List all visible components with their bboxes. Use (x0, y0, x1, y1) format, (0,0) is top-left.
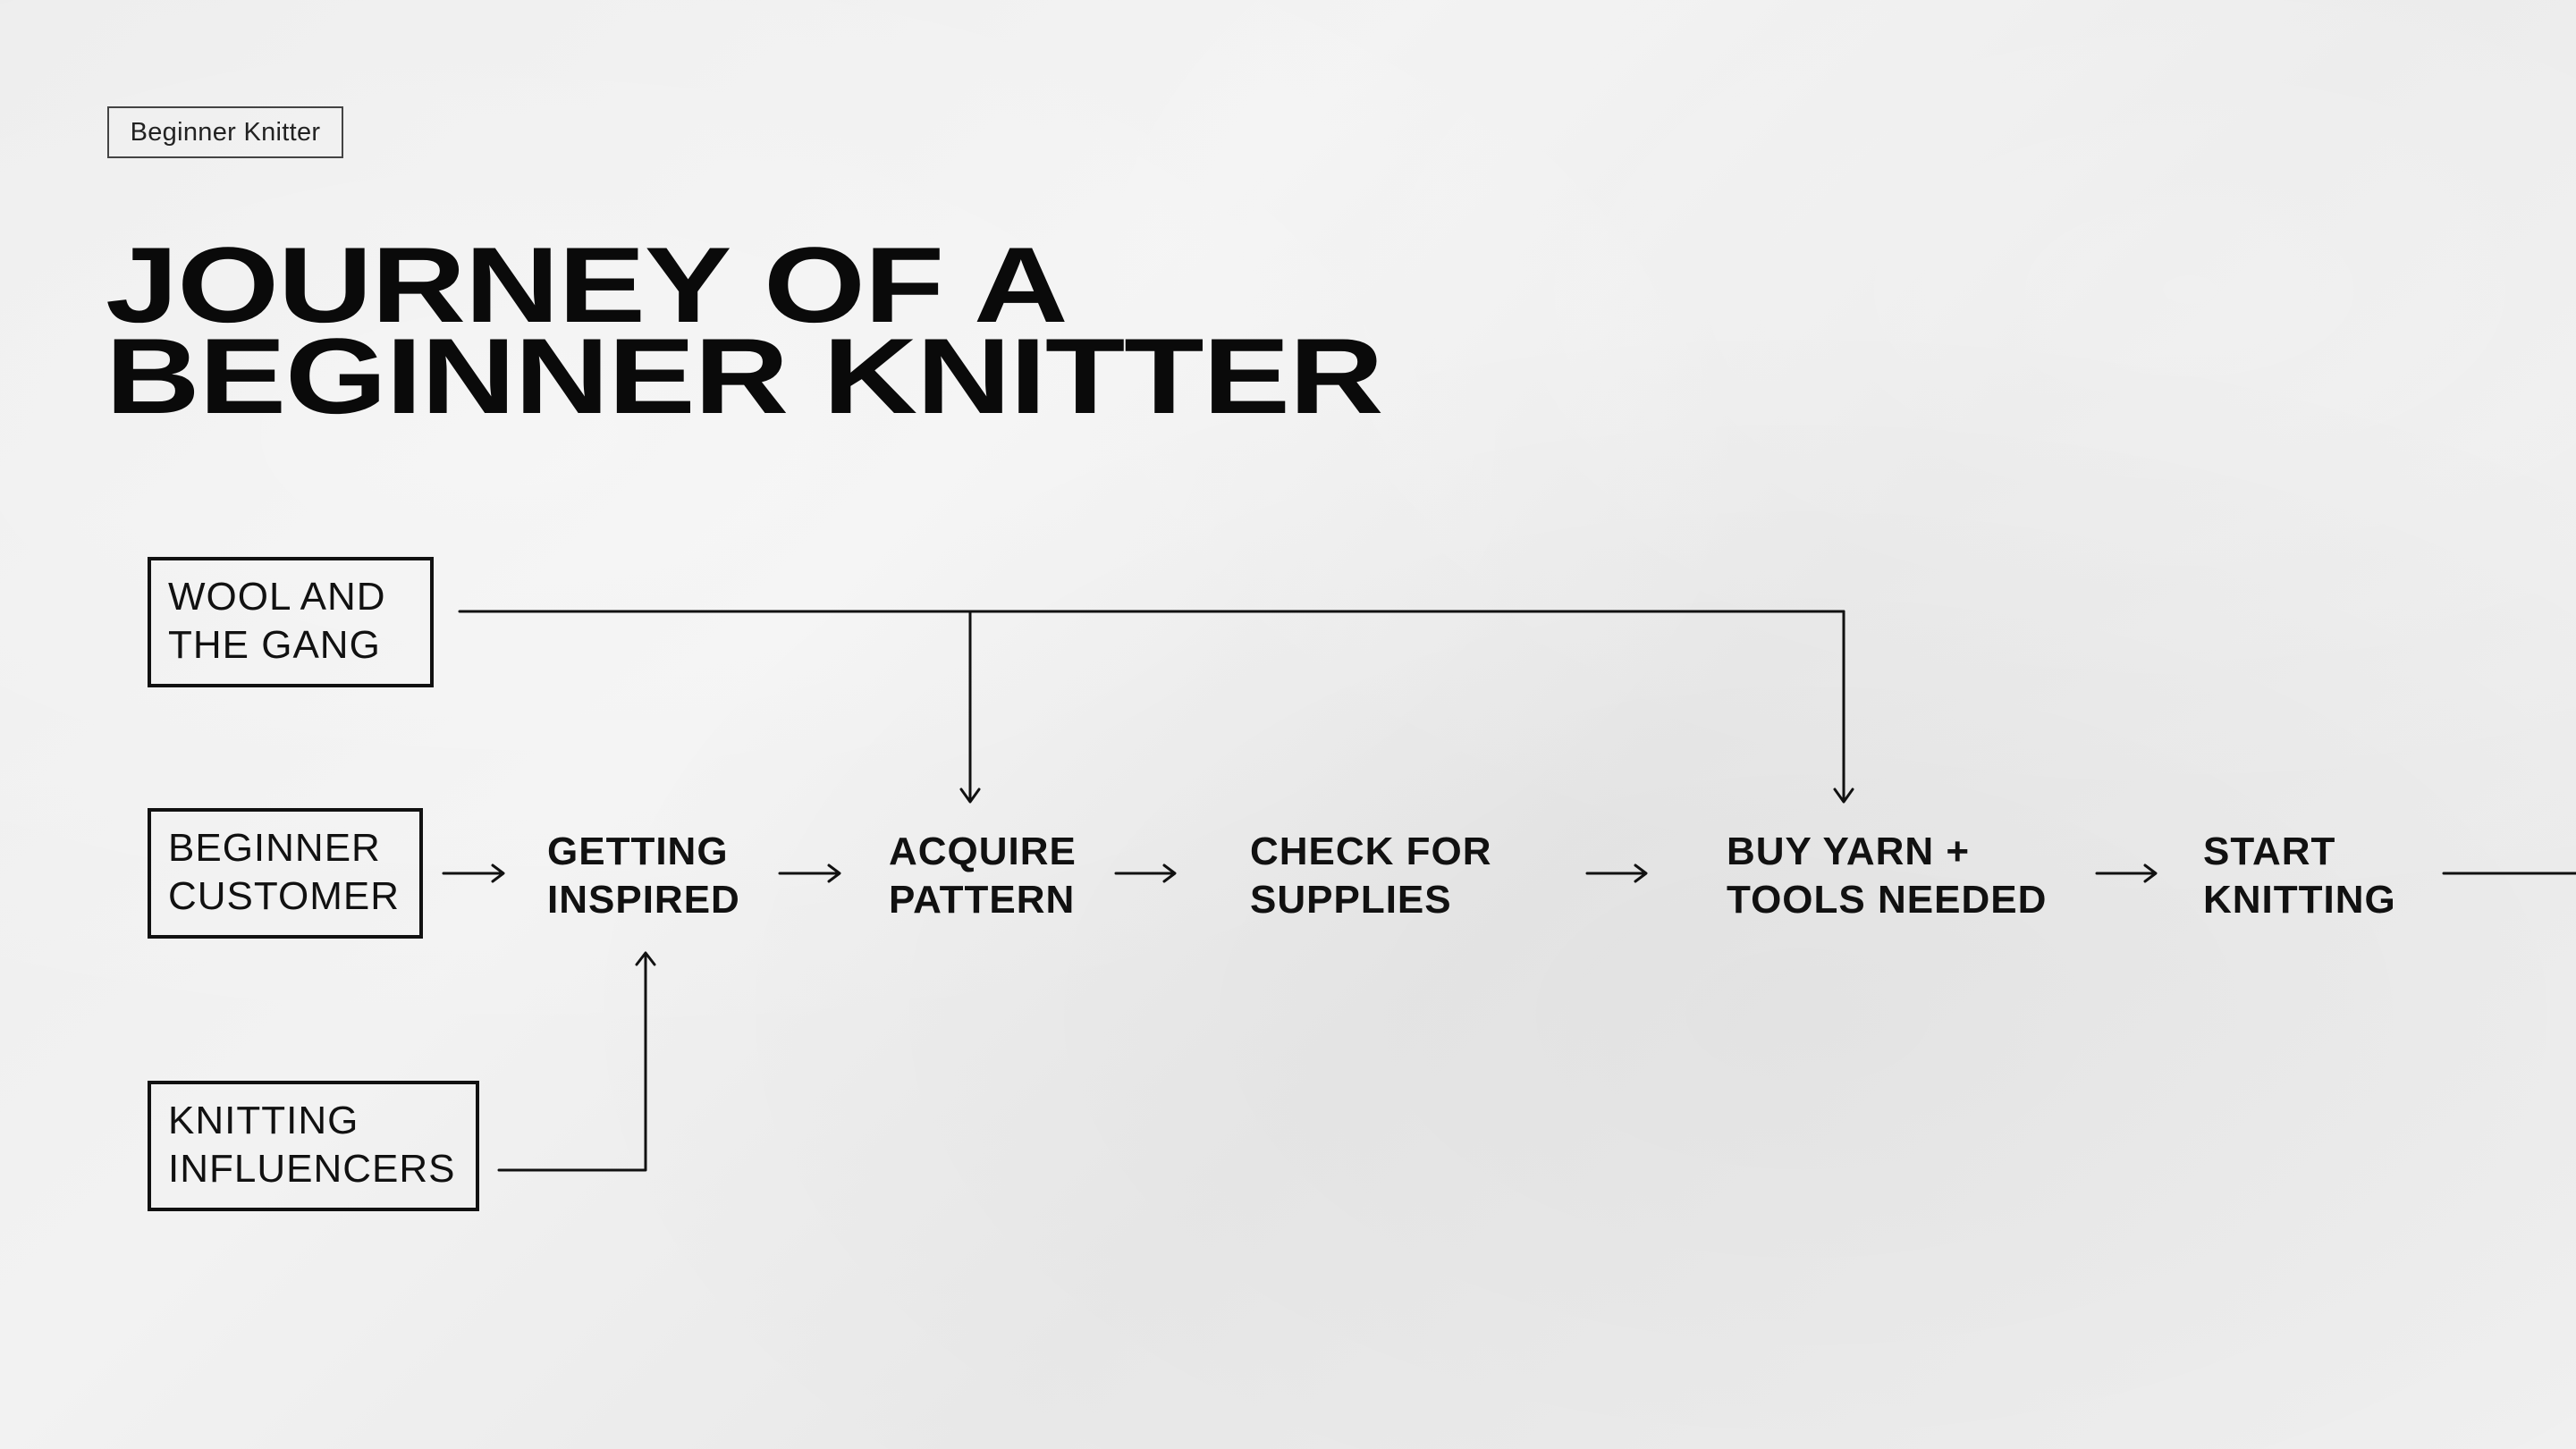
arrow-supplies-to-buy (1585, 864, 1648, 883)
step-label-line-1: START (2203, 830, 2336, 873)
source-label-line-2: INFLUENCERS (168, 1147, 456, 1191)
step-label-line-1: ACQUIRE (889, 830, 1077, 873)
step-label-line-2: PATTERN (889, 878, 1076, 922)
arrow-customer-to-inspired (442, 864, 505, 883)
step-start-knitting: START KNITTING (2203, 828, 2396, 924)
arrowhead-down-buy-yarn (1833, 788, 1854, 804)
source-label-line-2: CUSTOMER (168, 874, 400, 918)
connector-influencers-to-getting-inspired (497, 952, 647, 1172)
step-label-line-2: TOOLS NEEDED (1727, 878, 2048, 922)
step-label-line-1: CHECK FOR (1250, 830, 1492, 873)
step-label-line-1: GETTING (547, 830, 729, 873)
source-label-line-2: THE GANG (168, 623, 381, 667)
step-buy-yarn-tools: BUY YARN + TOOLS NEEDED (1727, 828, 2047, 924)
source-label-line-1: BEGINNER (168, 826, 381, 870)
source-box-beginner-customer: BEGINNER CUSTOMER (148, 808, 423, 939)
source-box-wool-and-the-gang: WOOL AND THE GANG (148, 557, 434, 687)
source-label-line-1: KNITTING (168, 1099, 359, 1142)
source-label-line-1: WOOL AND (168, 575, 386, 619)
arrow-buy-to-start (2095, 864, 2158, 883)
title-line-2: BEGINNER KNITTER (106, 316, 1383, 436)
source-box-knitting-influencers: KNITTING INFLUENCERS (148, 1081, 479, 1211)
arrowhead-up-getting-inspired (635, 951, 656, 966)
step-label-line-2: KNITTING (2203, 878, 2396, 922)
arrow-inspired-to-pattern (778, 864, 841, 883)
title-line-1: JOURNEY OF A (106, 225, 1068, 345)
arrow-pattern-to-supplies (1114, 864, 1177, 883)
step-acquire-pattern: ACQUIRE PATTERN (889, 828, 1077, 924)
step-getting-inspired: GETTING INSPIRED (547, 828, 740, 924)
arrowhead-down-acquire-pattern (959, 788, 981, 804)
step-check-for-supplies: CHECK FOR SUPPLIES (1250, 828, 1492, 924)
category-tag: Beginner Knitter (107, 106, 343, 158)
step-label-line-2: INSPIRED (547, 878, 740, 922)
step-label-line-1: BUY YARN + (1727, 830, 1971, 873)
step-label-line-2: SUPPLIES (1250, 878, 1452, 922)
connector-wool-to-acquire-pattern (458, 610, 1845, 803)
page-title: JOURNEY OF A BEGINNER KNITTER (106, 225, 1383, 436)
